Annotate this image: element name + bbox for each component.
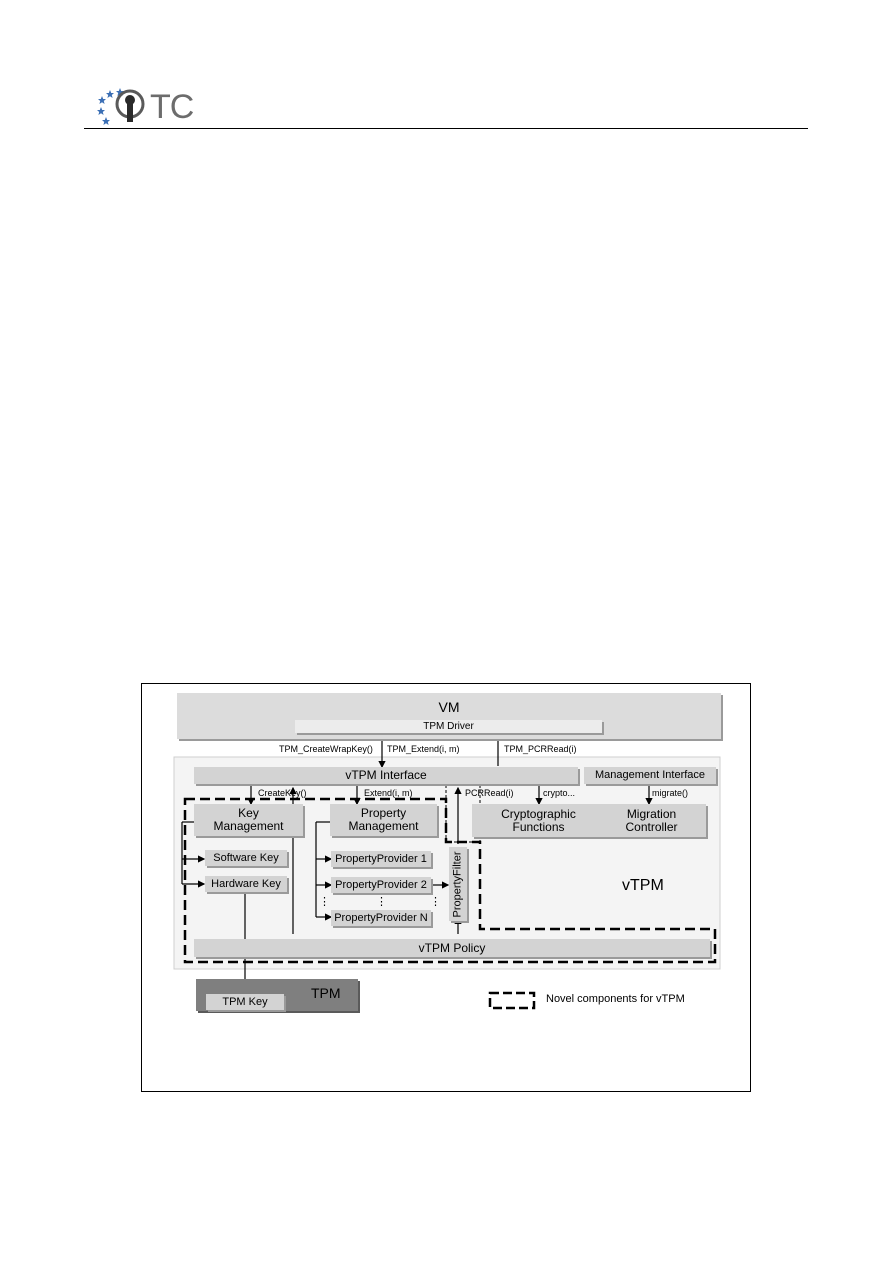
call-extend-internal-label: Extend(i, m) — [364, 788, 413, 798]
management-interface-label: Management Interface — [594, 769, 706, 781]
itc-logo-icon — [97, 88, 145, 125]
call-crypto-label: crypto... — [543, 788, 576, 798]
software-key-box: Software Key — [205, 850, 287, 866]
cryptographic-functions-box: Cryptographic Functions — [472, 804, 605, 837]
logo-text: TC — [150, 88, 194, 126]
key-management-label: Key Management — [213, 806, 284, 833]
property-provider-2-label: PropertyProvider 2 — [335, 878, 427, 891]
vtpm-policy-box: vTPM Policy — [194, 939, 710, 957]
tpm-label: TPM — [311, 985, 341, 1001]
tpm-key-box: TPM Key — [206, 994, 284, 1010]
vtpm-label: vTPM — [622, 877, 664, 894]
call-extend-label: TPM_Extend(i, m) — [387, 744, 460, 754]
management-interface-box: Management Interface — [584, 767, 716, 784]
page-header: TC — [0, 0, 893, 135]
vtpm-interface-box: vTPM Interface — [194, 767, 578, 784]
tpm-key-label: TPM Key — [222, 995, 268, 1008]
key-management-box: Key Management — [194, 804, 303, 836]
property-provider-n-label: PropertyProvider N — [334, 911, 428, 924]
migration-controller-label: Migration Controller — [625, 806, 678, 834]
property-provider-1-label: PropertyProvider 1 — [335, 852, 427, 865]
software-key-label: Software Key — [213, 851, 279, 864]
vm-label: VM — [438, 699, 460, 715]
call-createwrapkey-label: TPM_CreateWrapKey() — [279, 744, 373, 754]
property-provider-2-box: PropertyProvider 2 — [331, 877, 431, 893]
call-migrate-label: migrate() — [652, 788, 689, 798]
ellipsis-left: ⋮ — [319, 896, 330, 908]
property-filter-box: PropertyFilter — [449, 847, 467, 921]
vtpm-policy-label: vTPM Policy — [418, 940, 486, 955]
property-management-label: Property Management — [348, 806, 419, 833]
cryptographic-functions-label: Cryptographic Functions — [501, 806, 576, 834]
call-createkey-label: CreateKey() — [258, 788, 307, 798]
property-provider-1-box: PropertyProvider 1 — [331, 851, 431, 867]
vtpm-architecture-figure: VM TPM Driver TPM_CreateWrapKey() TPM_Ex… — [141, 683, 751, 1092]
property-management-box: Property Management — [330, 804, 437, 836]
ellipsis-middle: ⋮ — [376, 896, 387, 908]
property-provider-n-box: PropertyProvider N — [331, 910, 431, 926]
call-pcrread-label: TPM_PCRRead(i) — [504, 744, 577, 754]
tpm-driver-box: TPM Driver — [295, 720, 602, 733]
property-filter-label: PropertyFilter — [451, 850, 464, 918]
tpm-driver-label: TPM Driver — [423, 721, 474, 732]
call-pcrread-internal-label: PCRRead(i) — [465, 788, 514, 798]
legend-text: Novel components for vTPM — [546, 993, 685, 1005]
vtpm-interface-label: vTPM Interface — [345, 768, 427, 782]
ellipsis-right: ⋮ — [430, 896, 441, 908]
hardware-key-box: Hardware Key — [205, 876, 287, 892]
hardware-key-label: Hardware Key — [211, 877, 281, 890]
migration-controller-box: Migration Controller — [597, 804, 706, 837]
header-rule — [84, 128, 808, 129]
